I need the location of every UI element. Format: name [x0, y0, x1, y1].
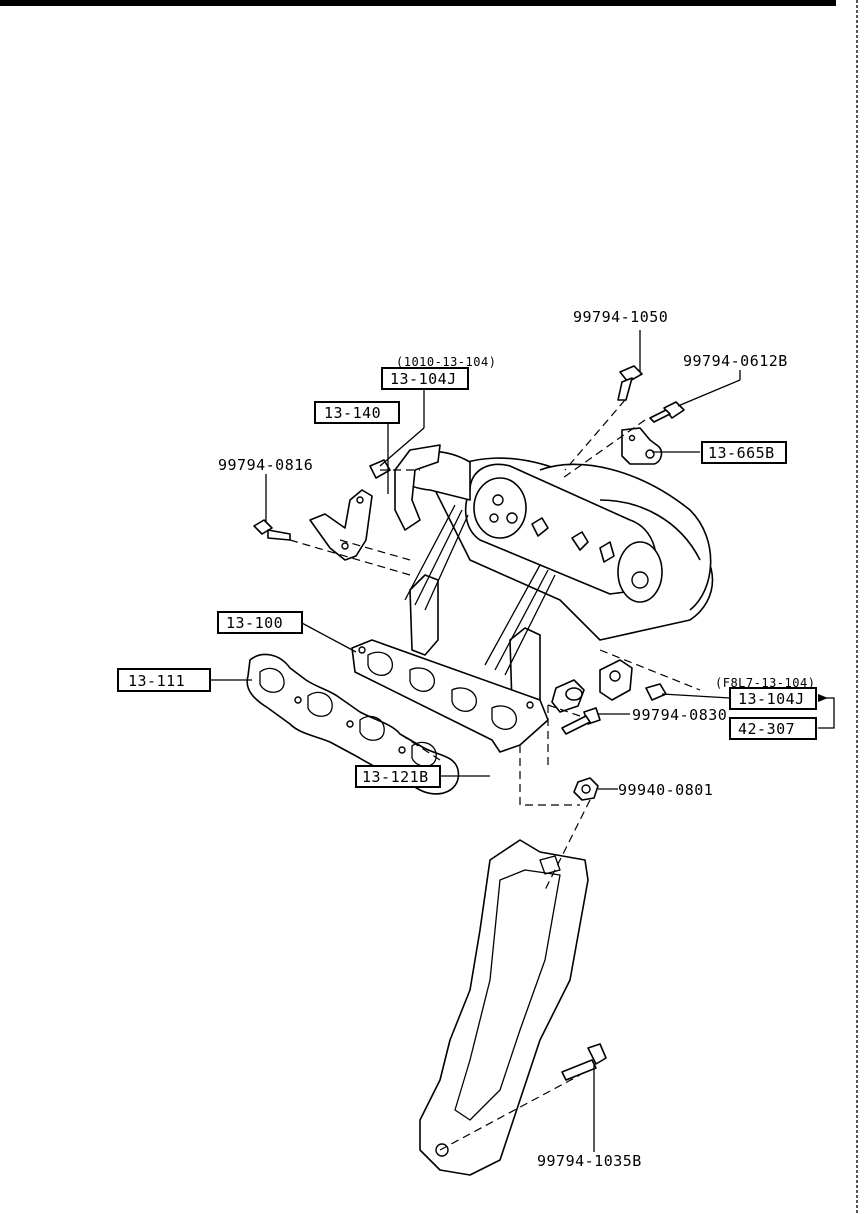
- label-bolt-top: 99794-1050: [573, 308, 668, 326]
- part-box-13-100[interactable]: 13-100: [217, 611, 303, 634]
- bolt-0830: [561, 707, 601, 735]
- sensor-plug-top: [369, 459, 391, 479]
- sensor-plug-right: [645, 683, 667, 701]
- nut-0801: [573, 777, 599, 801]
- bracket-13-665B: [621, 427, 663, 465]
- part-box-label: 13-104J: [390, 370, 457, 388]
- part-box-13-121B[interactable]: 13-121B: [355, 765, 441, 788]
- bolt-0816: [253, 519, 291, 541]
- part-box-42-307[interactable]: 42-307: [729, 717, 817, 740]
- part-box-label: 13-111: [128, 672, 185, 690]
- bracket-13-140: [309, 489, 373, 561]
- part-box-13-104J-right[interactable]: 13-104J: [729, 687, 817, 710]
- intake-manifold: [351, 444, 714, 753]
- stay-13-121B: [419, 839, 589, 1176]
- part-box-label: 13-121B: [362, 768, 429, 786]
- top-border: [0, 0, 836, 6]
- label-bolt-0830: 99794-0830: [632, 706, 727, 724]
- manifold-gasket: [246, 653, 460, 795]
- part-box-label: 42-307: [738, 720, 795, 738]
- assembly-lines: [289, 399, 701, 1151]
- part-box-13-104J-top[interactable]: 13-104J: [381, 367, 469, 390]
- part-box-13-140[interactable]: 13-140: [314, 401, 400, 424]
- label-note-f8l7: (F8L7-13-104): [715, 676, 815, 690]
- bolt-top-1050: [617, 365, 643, 401]
- label-note-1010: (1010-13-104): [396, 355, 496, 369]
- part-box-label: 13-100: [226, 614, 283, 632]
- label-bolt-1035B: 99794-1035B: [537, 1152, 642, 1170]
- part-box-label: 13-665B: [708, 444, 775, 462]
- leader-lines: [210, 330, 835, 1152]
- label-bolt-0816: 99794-0816: [218, 456, 313, 474]
- part-box-label: 13-104J: [738, 690, 805, 708]
- arrow-head: [818, 694, 828, 702]
- label-bolt-0612B: 99794-0612B: [683, 352, 788, 370]
- part-box-13-665B[interactable]: 13-665B: [701, 441, 787, 464]
- part-box-label: 13-140: [324, 404, 381, 422]
- bolt-1035B: [561, 1043, 607, 1081]
- label-nut-0801: 99940-0801: [618, 781, 713, 799]
- part-box-13-111[interactable]: 13-111: [117, 668, 211, 692]
